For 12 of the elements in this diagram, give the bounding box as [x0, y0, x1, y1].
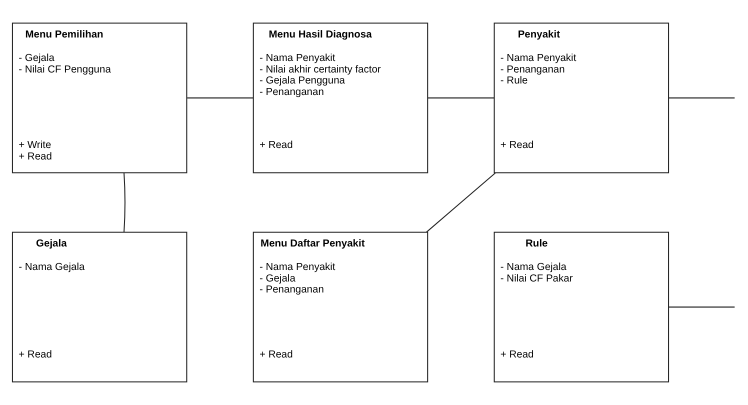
- connector: [124, 172, 126, 232]
- node-box: Menu Daftar Penyakit - Nama Penyakit - Gejala - Penanganan + Read: [252, 232, 428, 382]
- connector: [426, 172, 496, 233]
- connector: [187, 97, 254, 98]
- connector: [668, 97, 735, 98]
- node-box: Menu Pemilihan - Gejala - Nilai CF Pengguna + Write + Read: [12, 22, 188, 174]
- connector: [668, 306, 735, 308]
- node-box: Gejala - Nama Gejala + Read: [12, 232, 188, 382]
- node-box: Rule - Nama Gejala - Nilai CF Pakar + Read: [494, 232, 670, 382]
- connector: [428, 97, 494, 98]
- node-box: Menu Hasil Diagnosa - Nama Penyakit - Nilai akhir certainty factor - Gejala Pengguna - Penanganan + Read: [252, 22, 428, 174]
- node-box: Penyakit - Nama Penyakit - Penanganan - Rule + Read: [494, 22, 670, 174]
